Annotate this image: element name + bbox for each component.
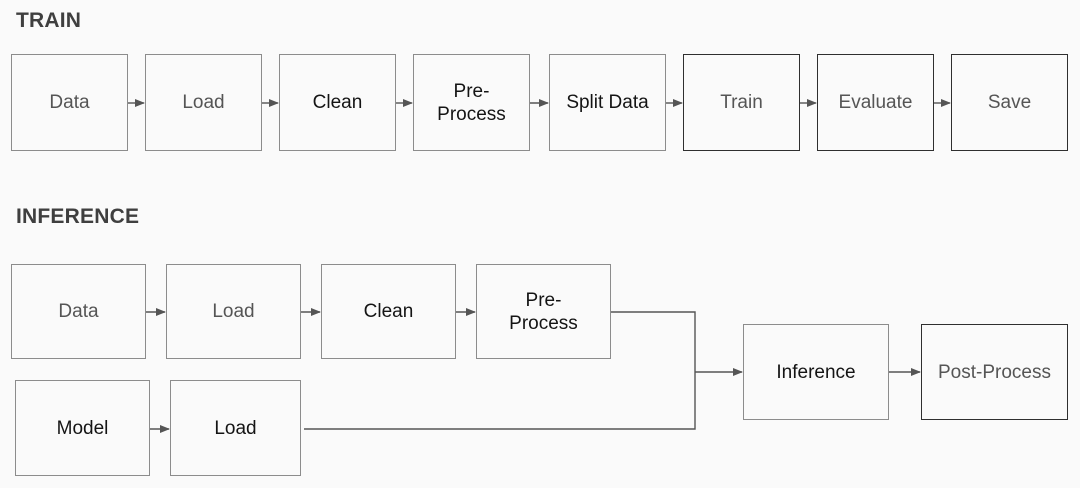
train-data-node: Data (11, 54, 128, 151)
train-clean-node: Clean (279, 54, 396, 151)
inference-data-node: Data (11, 264, 146, 359)
post-process-node: Post-Process (921, 324, 1068, 420)
train-evaluate-node: Evaluate (817, 54, 934, 151)
inference-node: Inference (743, 324, 889, 420)
inference-clean-node: Clean (321, 264, 456, 359)
train-section-title: TRAIN (16, 9, 82, 32)
inference-section-title: INFERENCE (16, 205, 140, 228)
inference-load-node: Load (166, 264, 301, 359)
inference-model-load-node: Load (170, 380, 301, 476)
train-preprocess-node: Pre- Process (413, 54, 530, 151)
train-load-node: Load (145, 54, 262, 151)
train-split-data-node: Split Data (549, 54, 666, 151)
train-save-node: Save (951, 54, 1068, 151)
train-train-node: Train (683, 54, 800, 151)
inference-preprocess-node: Pre- Process (476, 264, 611, 359)
inference-model-node: Model (15, 380, 150, 476)
